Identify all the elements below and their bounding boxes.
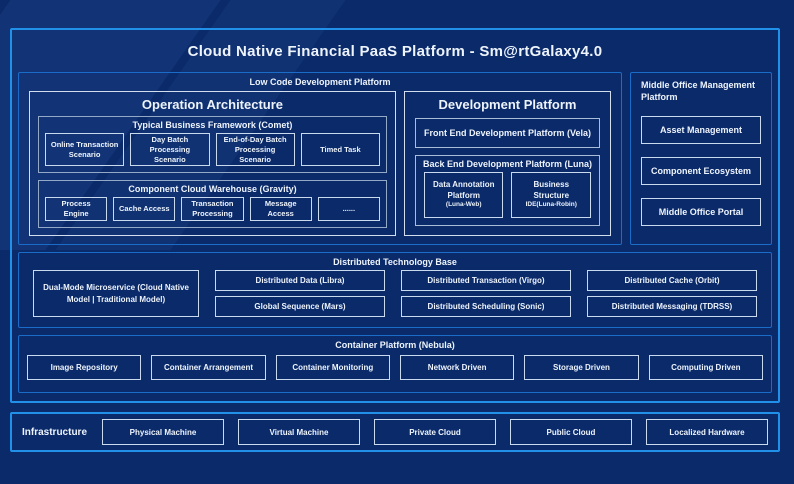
business-structure-ide-label: Business Structure: [533, 179, 570, 200]
platform-diagram: Cloud Native Financial PaaS Platform - S…: [10, 28, 780, 403]
gravity-item-box: Message Access: [249, 197, 312, 221]
diagram-content: Low Code Development Platform Operation …: [12, 72, 778, 393]
development-platform: Development Platform Front End Developme…: [403, 91, 611, 236]
comet-title: Typical Business Framework (Comet): [132, 120, 293, 130]
dual-mode-microservice-box: Dual-Mode Microservice (Cloud Native Mod…: [33, 270, 199, 317]
distributed-column: Distributed Transaction (Virgo) Distribu…: [401, 270, 571, 317]
comet-item-box: Timed Task: [300, 133, 380, 167]
top-row: Low Code Development Platform Operation …: [18, 72, 772, 245]
gravity-title: Component Cloud Warehouse (Gravity): [128, 184, 297, 195]
container-platform-item-box: Network Driven: [399, 355, 515, 380]
low-code-inner: Operation Architecture Typical Business …: [19, 87, 621, 244]
data-annotation-platform-label: Data Annotation Platform: [432, 179, 495, 200]
gravity-item-box: Process Engine: [45, 197, 108, 221]
typical-business-framework-comet: Typical Business Framework (Comet) Onlin…: [38, 116, 387, 174]
distributed-item-box: Distributed Data (Libra): [215, 270, 385, 291]
infrastructure-item-box: Physical Machine: [102, 419, 224, 445]
gravity-item-box: Cache Access: [113, 197, 176, 221]
distributed-column: Distributed Data (Libra) Global Sequence…: [215, 270, 385, 317]
back-end-items: Data Annotation Platform (Luna-Web) Busi…: [416, 171, 599, 225]
infrastructure-label: Infrastructure: [22, 426, 88, 438]
business-structure-ide-sub: IDE(Luna-Robin): [525, 201, 577, 209]
middle-office-item-box: Asset Management: [641, 116, 761, 145]
comet-item-box: Day Batch Processing Scenario: [130, 133, 210, 167]
infrastructure-item-box: Private Cloud: [374, 419, 496, 445]
container-platform-title: Container Platform (Nebula): [335, 340, 455, 350]
gravity-item-box: Transaction Processing: [181, 197, 244, 221]
container-platform-nebula: Container Platform (Nebula) Image Reposi…: [18, 335, 772, 393]
business-structure-ide-box: Business Structure IDE(Luna-Robin): [511, 172, 591, 218]
operation-architecture: Operation Architecture Typical Business …: [29, 91, 396, 236]
component-cloud-warehouse-gravity: Component Cloud Warehouse (Gravity) Proc…: [38, 180, 387, 228]
container-platform-items: Image Repository Container Arrangement Con…: [19, 350, 771, 380]
middle-office-management-platform: Middle Office Management Platform Asset …: [630, 72, 772, 245]
low-code-platform-label: Low Code Development Platform: [249, 77, 391, 87]
distributed-column: Distributed Cache (Orbit) Distributed Me…: [587, 270, 757, 317]
distributed-title: Distributed Technology Base: [333, 257, 457, 267]
middle-office-title: Middle Office Management Platform: [641, 80, 756, 103]
middle-office-item-box: Component Ecosystem: [641, 157, 761, 186]
back-end-development-platform-luna: Back End Development Platform (Luna) Dat…: [414, 155, 600, 226]
distributed-item-box: Distributed Transaction (Virgo): [401, 270, 571, 291]
distributed-item-box: Distributed Cache (Orbit): [587, 270, 757, 291]
infrastructure-items: Physical Machine Virtual Machine Private C…: [102, 419, 768, 445]
gravity-item-box: ......: [317, 197, 380, 221]
distributed-technology-base: Distributed Technology Base Dual-Mode Mi…: [18, 252, 772, 328]
comet-item-box: Online Transaction Scenario: [45, 133, 125, 167]
data-annotation-platform-box: Data Annotation Platform (Luna-Web): [423, 172, 504, 218]
container-platform-item-box: Container Monitoring: [275, 355, 390, 380]
operation-architecture-title: Operation Architecture: [141, 97, 284, 112]
container-platform-item-box: Container Arrangement: [151, 355, 266, 380]
distributed-item-box: Distributed Scheduling (Sonic): [401, 296, 571, 317]
container-platform-item-box: Image Repository: [27, 355, 142, 380]
infrastructure-item-box: Virtual Machine: [238, 419, 360, 445]
distributed-columns: Distributed Data (Libra) Global Sequence…: [215, 270, 757, 317]
development-platform-title: Development Platform: [438, 97, 577, 112]
middle-office-item-box: Middle Office Portal: [641, 198, 761, 227]
container-platform-item-box: Storage Driven: [524, 355, 639, 380]
container-platform-item-box: Computing Driven: [648, 355, 763, 380]
infrastructure-section: Infrastructure Physical Machine Virtual M…: [10, 412, 780, 452]
data-annotation-platform-sub: (Luna-Web): [445, 201, 482, 209]
back-end-title: Back End Development Platform (Luna): [422, 159, 592, 169]
distributed-grid: Dual-Mode Microservice (Cloud Native Mod…: [19, 267, 771, 317]
distributed-item-box: Global Sequence (Mars): [215, 296, 385, 317]
distributed-item-box: Distributed Messaging (TDRSS): [587, 296, 757, 317]
comet-item-box: End-of-Day Batch Processing Scenario: [215, 133, 295, 167]
infrastructure-item-box: Public Cloud: [510, 419, 632, 445]
low-code-development-platform: Low Code Development Platform Operation …: [18, 72, 622, 245]
page-title: Cloud Native Financial PaaS Platform - S…: [187, 42, 603, 60]
infrastructure-item-box: Localized Hardware: [646, 419, 768, 445]
front-end-development-platform-vela: Front End Development Platform (Vela): [414, 118, 600, 148]
